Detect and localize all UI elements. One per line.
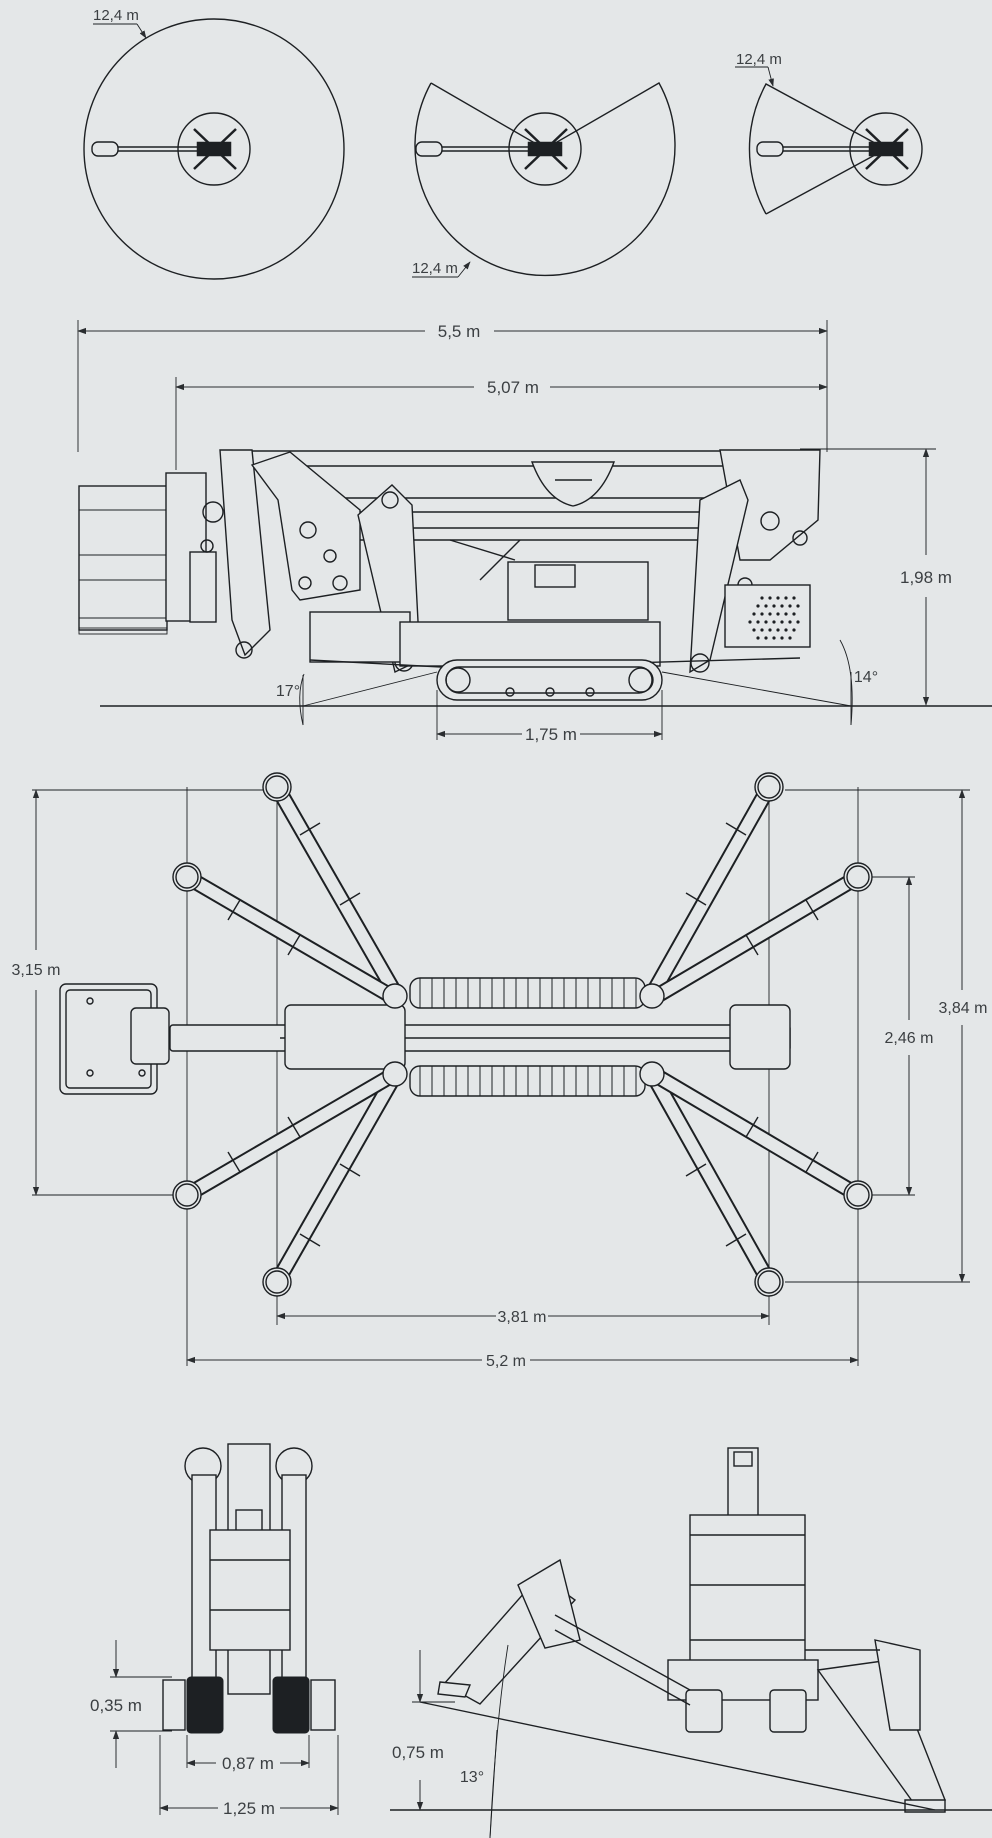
vent-grille: [748, 596, 800, 640]
front-angle-label: 17°: [276, 683, 300, 700]
front-view: 0,35 m 0,87 m 1,25 m: [90, 1443, 339, 1818]
reach-label-full: 12,4 m: [93, 7, 139, 24]
boom-top: [169, 1004, 791, 1070]
machine-icon: [524, 128, 568, 170]
outrigger-rear-lower-long: [643, 1066, 784, 1297]
reach-label-half: 12,4 m: [412, 260, 458, 277]
outrigger-width-label: 3,84 m: [939, 1000, 988, 1017]
outrigger-front-lower-short: [172, 1065, 403, 1210]
outrigger-rear-lower-short: [645, 1065, 873, 1210]
transport-length-label: 5,07 m: [487, 378, 539, 397]
range-narrow-rotation: 12,4 m: [735, 51, 923, 215]
outrigger-front-upper-long: [262, 772, 405, 1002]
outrigger-front-lower-long: [262, 1066, 405, 1297]
track-length-label: 1,75 m: [525, 725, 577, 744]
overall-length-label: 5,5 m: [438, 322, 481, 341]
track-lower: [685, 1689, 807, 1733]
boom-assembly: [222, 450, 820, 541]
outrigger-front-upper-short: [172, 862, 403, 1007]
track-gauge-label: 0,87 m: [222, 1754, 274, 1773]
machine-icon: [865, 128, 909, 170]
outriggers-top: [172, 772, 873, 1297]
range-partial-rotation: 12,4 m: [412, 82, 676, 278]
slope-angle-label: 13°: [460, 1769, 484, 1786]
range-full-rotation: 12,4 m: [83, 7, 345, 280]
chassis: [250, 449, 821, 674]
platform-basket-top: [59, 983, 170, 1095]
crawler-track: [436, 659, 663, 701]
height-label: 1,98 m: [900, 568, 952, 587]
outer-length-label: 5,2 m: [486, 1353, 526, 1370]
reach-label-quarter: 12,4 m: [736, 51, 782, 68]
platform-basket: [78, 485, 168, 635]
ground-clearance-label: 0,35 m: [90, 1696, 142, 1715]
top-view: 3,15 m 3,84 m 2,46 m 3,81 m 5,2 m: [12, 772, 988, 1370]
machine-icon: [193, 128, 237, 170]
front-tracks: [162, 1676, 336, 1734]
front-width-label: 1,25 m: [223, 1799, 275, 1818]
jib-mast: [165, 449, 271, 659]
side-view: 5,5 m 5,07 m 1,98 m: [77, 320, 992, 744]
working-range-diagrams: 12,4 m 12,4 m: [83, 7, 923, 280]
outrigger-rear-upper-short: [645, 862, 873, 1007]
inner-length-label: 3,81 m: [498, 1309, 547, 1326]
rear-angle-label: 14°: [854, 669, 878, 686]
inner-width-label: 2,46 m: [885, 1030, 934, 1047]
leveling-view: 0,75 m 13°: [390, 1447, 992, 1838]
outrigger-rear-upper-long: [643, 772, 784, 1002]
total-width-label: 3,15 m: [12, 962, 61, 979]
lift-height-label: 0,75 m: [392, 1743, 444, 1762]
